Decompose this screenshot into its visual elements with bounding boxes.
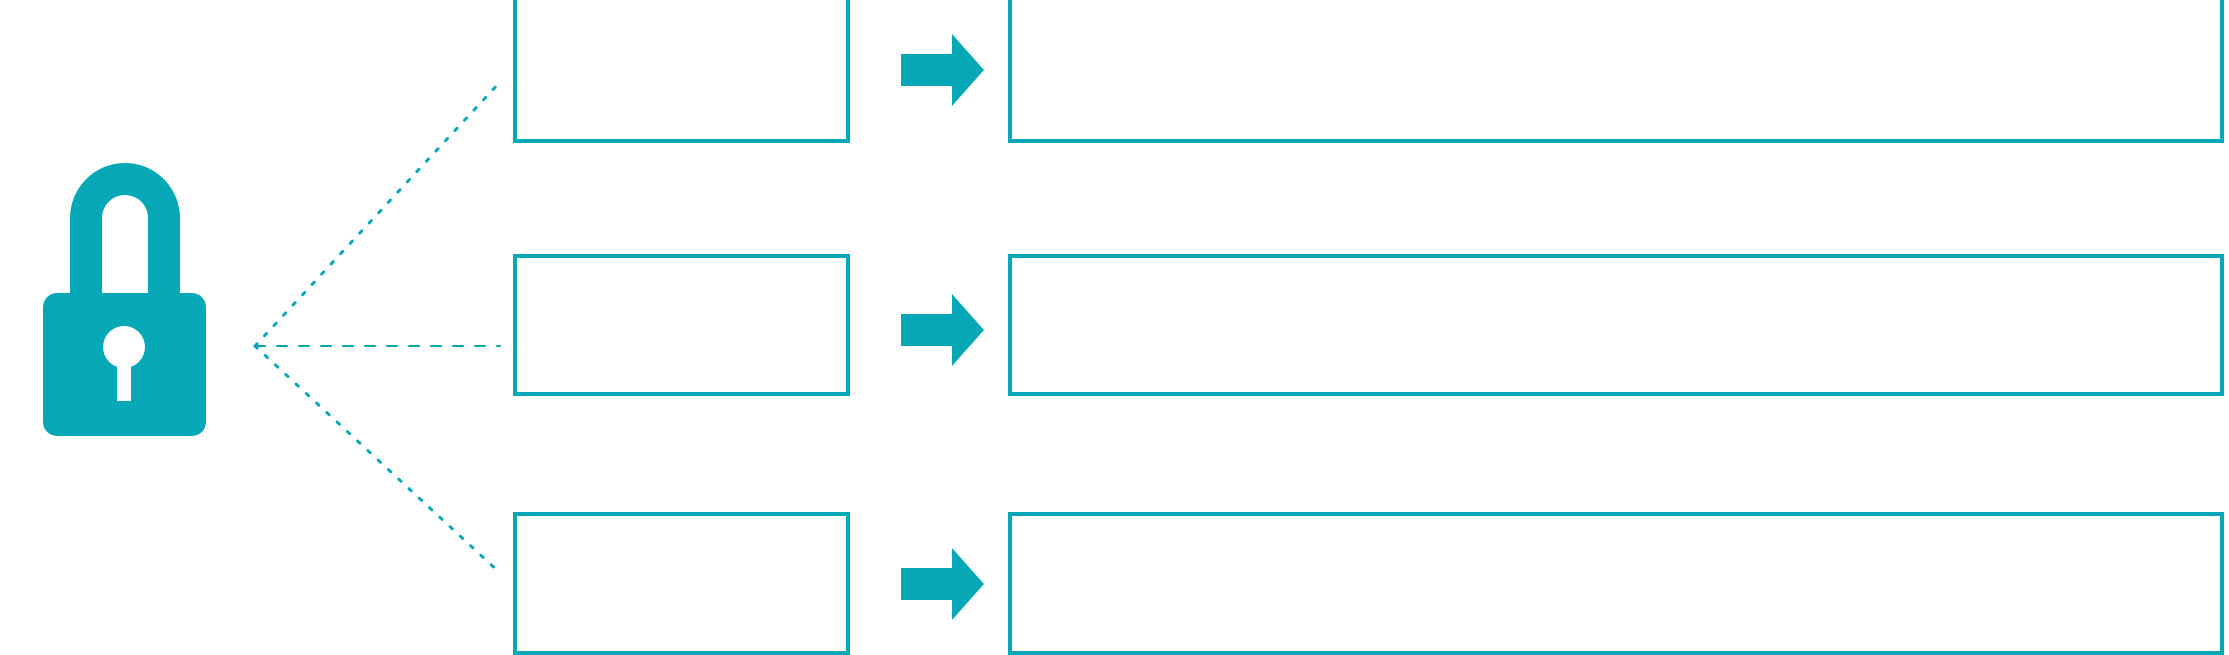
cause-box-2[interactable] [513, 254, 850, 396]
arrow-right-icon-row-1 [901, 34, 984, 106]
connector-lines [253, 80, 502, 575]
connector-line-top [253, 80, 502, 348]
effect-box-2[interactable] [1008, 254, 2224, 396]
cause-box-1[interactable] [513, 0, 850, 143]
effect-box-1[interactable] [1008, 0, 2224, 143]
arrow-right-icon-row-2 [901, 294, 984, 366]
lock-icon-hit-area[interactable] [43, 150, 206, 440]
cause-box-3[interactable] [513, 512, 850, 655]
arrow-right-icon-row-3 [901, 548, 984, 620]
connector-line-bottom [253, 344, 502, 575]
effect-box-3[interactable] [1008, 512, 2224, 655]
